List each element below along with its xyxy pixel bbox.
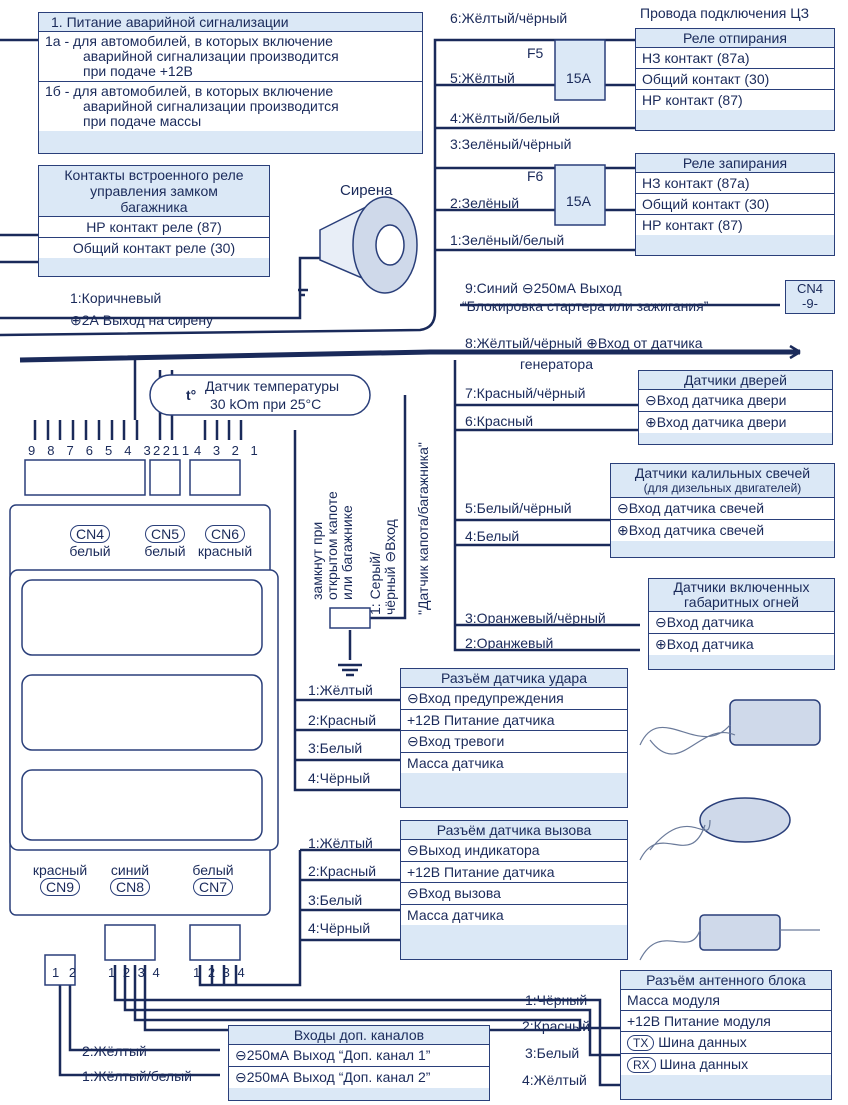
cn5-label: CN5 белый bbox=[144, 525, 186, 559]
shock-sensor-box: Разъём датчика удара ⊖Вход предупреждени… bbox=[400, 668, 628, 808]
siren-wire-label: 1:Коричневый bbox=[70, 290, 162, 306]
siren-output-label: ⊕2А Выход на сирену bbox=[70, 312, 214, 328]
cn6-label: CN6 красный bbox=[197, 525, 253, 559]
hood-text-1: замкнут при открытом капоте или багажник… bbox=[309, 491, 355, 600]
cn6-pins: 4 3 2 1 bbox=[194, 443, 262, 458]
call-sensor-box: Разъём датчика вызова ⊖Выход индикатора … bbox=[400, 820, 628, 960]
tx-badge: TX bbox=[627, 1035, 655, 1051]
cn4-pins: 9 8 7 6 5 4 3 2 1 bbox=[28, 443, 194, 458]
alarm-power-item-a: 1а - для автомобилей, в которых включени… bbox=[39, 31, 422, 81]
hood-text-2: 1: Серый/ чёрный ⊖Вход bbox=[367, 519, 398, 615]
antenna-box: Разъём антенного блока Масса модуля +12В… bbox=[620, 970, 832, 1100]
hood-text-3: "Датчик капота/багажника" bbox=[415, 442, 431, 615]
trunk-relay-no: НР контакт реле (87) bbox=[39, 216, 269, 237]
rx-badge: RX bbox=[627, 1057, 656, 1073]
fuse-f6-value: 15A bbox=[566, 193, 591, 209]
temp-symbol: t° bbox=[186, 387, 197, 403]
cn8-label: синий CN8 bbox=[109, 862, 150, 896]
fuse-f6-label: F6 bbox=[527, 168, 544, 184]
cn8-pins: 1 2 3 4 bbox=[108, 965, 162, 980]
trunk-relay-box: Контакты встроенного реле управления зам… bbox=[38, 165, 270, 277]
alarm-power-item-b: 1б - для автомобилей, в которых включени… bbox=[39, 81, 422, 131]
unlock-relay-box: Реле отпирания НЗ контакт (87а) Общий ко… bbox=[635, 28, 835, 131]
parking-lights-box: Датчики включенных габаритных огней ⊖Вхо… bbox=[648, 578, 835, 670]
lock-relay-box: Реле запирания НЗ контакт (87а) Общий ко… bbox=[635, 153, 835, 256]
glow-sensors-box: Датчики калильных свечей (для дизельных … bbox=[610, 463, 835, 558]
alarm-power-box: 1. Питание аварийной сигнализации 1а - д… bbox=[38, 12, 423, 154]
cn7-pins: 1 2 3 4 bbox=[193, 965, 247, 980]
cz-header: Провода подключения ЦЗ bbox=[640, 5, 810, 21]
main-harness-line bbox=[19, 349, 800, 363]
trunk-relay-com: Общий контакт реле (30) bbox=[39, 237, 269, 258]
fuse-f5-label: F5 bbox=[527, 45, 544, 61]
cn4-9-tag: CN4 -9- bbox=[785, 280, 835, 314]
door-sensors-box: Датчики дверей ⊖Вход датчика двери ⊕Вход… bbox=[638, 370, 833, 445]
alarm-power-title: 1. Питание аварийной сигнализации bbox=[51, 14, 289, 30]
relay-bus-line bbox=[0, 38, 635, 337]
extra-channels-box: Входы доп. каналов ⊖250мА Выход “Доп. ка… bbox=[228, 1025, 490, 1101]
cn9-label: красный CN9 bbox=[32, 862, 88, 896]
siren-title: Сирена bbox=[340, 182, 393, 199]
cn4-label: CN4 белый bbox=[69, 525, 111, 559]
fuse-f5-value: 15A bbox=[566, 70, 591, 86]
cn7-label: белый CN7 bbox=[192, 862, 234, 896]
cn9-pins: 1 2 bbox=[52, 965, 80, 980]
cn5-pins: 2 1 bbox=[153, 443, 184, 458]
